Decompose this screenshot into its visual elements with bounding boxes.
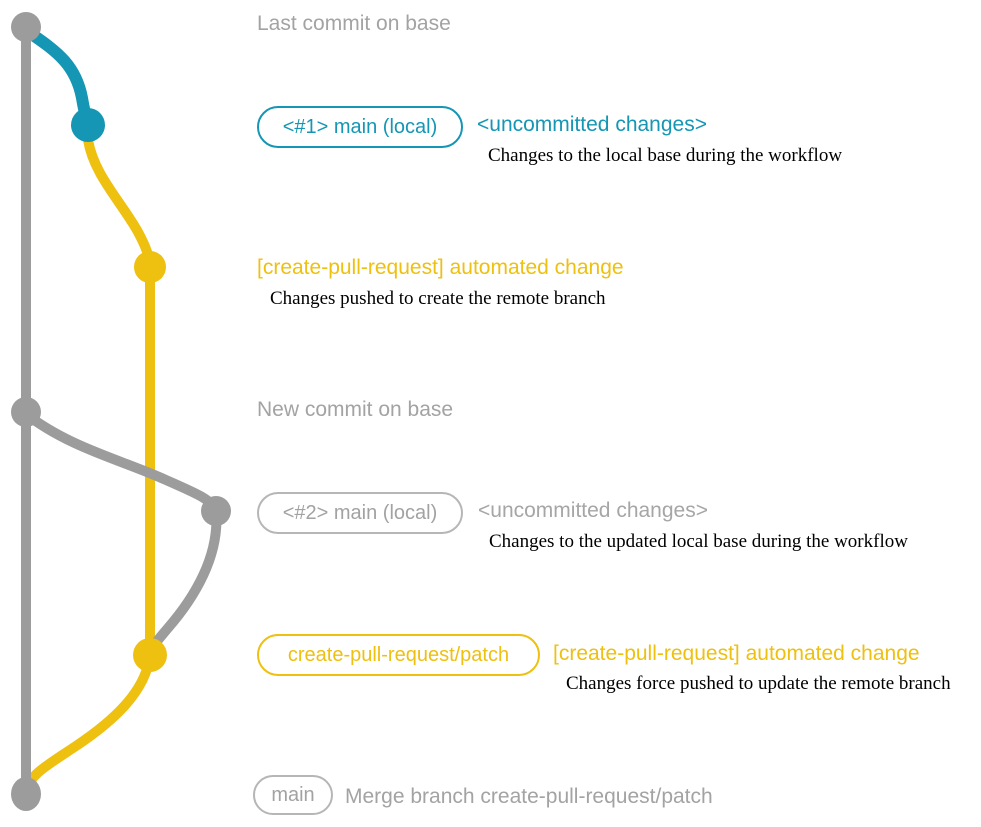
last-commit-label: Last commit on base — [257, 12, 451, 35]
commit-node-automated-2 — [133, 638, 167, 672]
remote-branch-curve-top — [83, 135, 155, 272]
branch-badge-main-label: main — [271, 783, 315, 806]
note-updated-local-base-changes: Changes to the updated local base during… — [489, 531, 908, 552]
note-local-base-changes: Changes to the local base during the wor… — [488, 145, 843, 166]
note-force-pushed-update-remote: Changes force pushed to update the remot… — [566, 673, 951, 694]
new-commit-label: New commit on base — [257, 398, 454, 421]
commit-node-local-1 — [71, 108, 105, 142]
branch-badge-main: main — [253, 775, 333, 815]
local-branch-curve-2 — [21, 409, 221, 516]
branch-badge-main-local-2-label: <#2> main (local) — [282, 501, 438, 524]
merge-commit-message: Merge branch create-pull-request/patch — [345, 785, 713, 808]
branch-badge-main-local-2: <#2> main (local) — [257, 492, 463, 534]
commit-node-local-2 — [201, 496, 231, 526]
automated-change-title-2: [create-pull-request] automated change — [553, 642, 920, 665]
local-branch-rebase-curve — [145, 506, 222, 660]
branch-badge-patch-label: create-pull-request/patch — [287, 643, 510, 666]
commit-node-merge — [11, 777, 41, 811]
commit-node-base-2 — [11, 397, 41, 427]
note-pushed-create-remote: Changes pushed to create the remote bran… — [270, 288, 606, 309]
automated-change-title-1: [create-pull-request] automated change — [257, 256, 624, 279]
commit-node-base-1 — [11, 12, 41, 42]
branch-badge-main-local-1: <#1> main (local) — [257, 106, 463, 148]
commit-node-automated-1 — [134, 251, 166, 283]
branch-badge-main-local-1-label: <#1> main (local) — [282, 115, 438, 138]
branch-badge-patch: create-pull-request/patch — [257, 634, 540, 676]
uncommitted-changes-status-2: <uncommitted changes> — [478, 499, 708, 522]
remote-branch-merge-curve — [21, 650, 155, 797]
uncommitted-changes-status-1: <uncommitted changes> — [477, 113, 707, 136]
commit-graph — [11, 12, 231, 811]
